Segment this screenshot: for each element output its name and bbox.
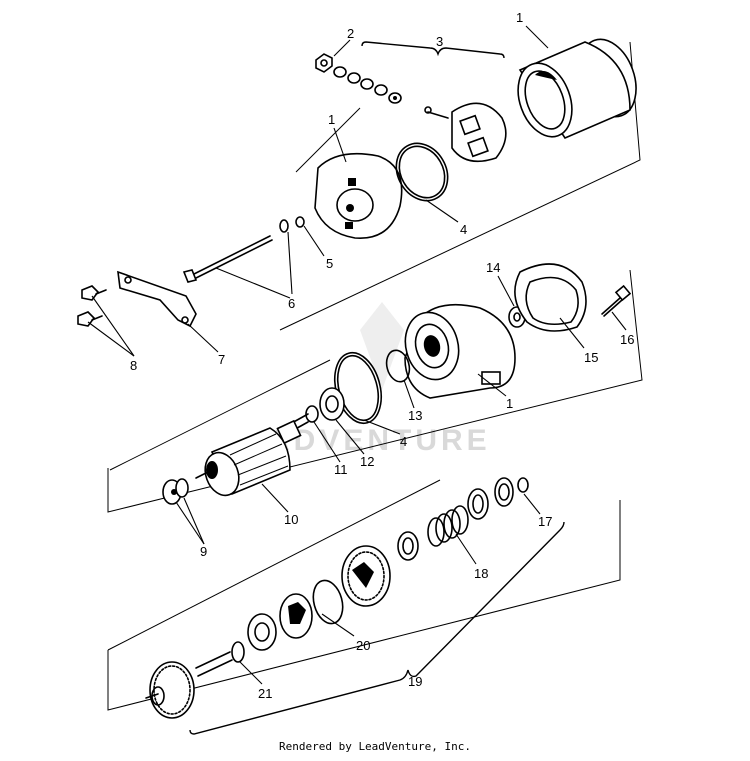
commutator-washers <box>162 478 189 505</box>
washer-stack <box>315 53 402 104</box>
callout-14: 14 <box>486 260 500 275</box>
leader-lines <box>87 25 627 685</box>
pinion-bearing <box>247 613 277 651</box>
front-housing <box>404 303 516 399</box>
drive-spring <box>397 505 469 561</box>
small-washer <box>295 216 305 228</box>
group-frames <box>107 41 643 711</box>
through-bolts <box>182 219 289 283</box>
callout-5: 5 <box>326 256 333 271</box>
bracket-3 <box>361 41 505 59</box>
armature-bearing <box>319 387 345 421</box>
watermark-logo: ADVENTURE <box>268 302 491 457</box>
callout-17: 17 <box>538 514 552 529</box>
callout-10: 10 <box>284 512 298 527</box>
clutch-gear <box>341 545 391 607</box>
callout-4-upper: 4 <box>460 222 467 237</box>
callout-11: 11 <box>334 462 348 477</box>
o-ring-upper <box>395 142 449 202</box>
armature <box>195 413 309 497</box>
callout-15: 15 <box>584 350 598 365</box>
callout-21: 21 <box>258 686 272 701</box>
callout-labels: 1 2 3 1 4 5 6 7 8 14 16 15 1 13 4 12 11 … <box>130 10 634 701</box>
gear-shaft <box>145 651 233 719</box>
callout-7: 7 <box>218 352 225 367</box>
callout-3: 3 <box>436 34 443 49</box>
callout-1-housing: 1 <box>506 396 513 411</box>
mounting-bracket <box>117 270 197 328</box>
end-cover <box>314 152 403 239</box>
gasket <box>514 263 587 332</box>
callout-13: 13 <box>408 408 422 423</box>
callout-9: 9 <box>200 544 207 559</box>
cover-screw <box>601 284 632 317</box>
callout-1-cover: 1 <box>328 112 335 127</box>
callout-12: 12 <box>360 454 374 469</box>
circlip-17 <box>517 477 529 493</box>
callout-19: 19 <box>408 674 422 689</box>
watermark-text: ADVENTURE <box>268 424 491 457</box>
callout-4-lower: 4 <box>400 434 407 449</box>
o-ring-20 <box>312 579 344 625</box>
o-ring-small <box>385 349 411 383</box>
o-ring-upper-inner <box>398 145 446 199</box>
bearing-washer <box>305 405 319 423</box>
callout-1-yoke: 1 <box>516 10 523 25</box>
callout-8: 8 <box>130 358 137 373</box>
footer-credit: Rendered by LeadVenture, Inc. <box>278 740 472 753</box>
clutch-plate <box>279 593 313 639</box>
callout-6: 6 <box>288 296 295 311</box>
yoke-housing <box>517 38 637 139</box>
bracket-bolts <box>77 285 107 327</box>
brush-holder <box>424 102 507 163</box>
bracket-19 <box>189 521 565 735</box>
callout-2: 2 <box>347 26 354 41</box>
circlip-21 <box>231 641 245 663</box>
callout-18: 18 <box>474 566 488 581</box>
drive-rings <box>467 477 514 520</box>
callout-20: 20 <box>356 638 370 653</box>
callout-16: 16 <box>620 332 634 347</box>
